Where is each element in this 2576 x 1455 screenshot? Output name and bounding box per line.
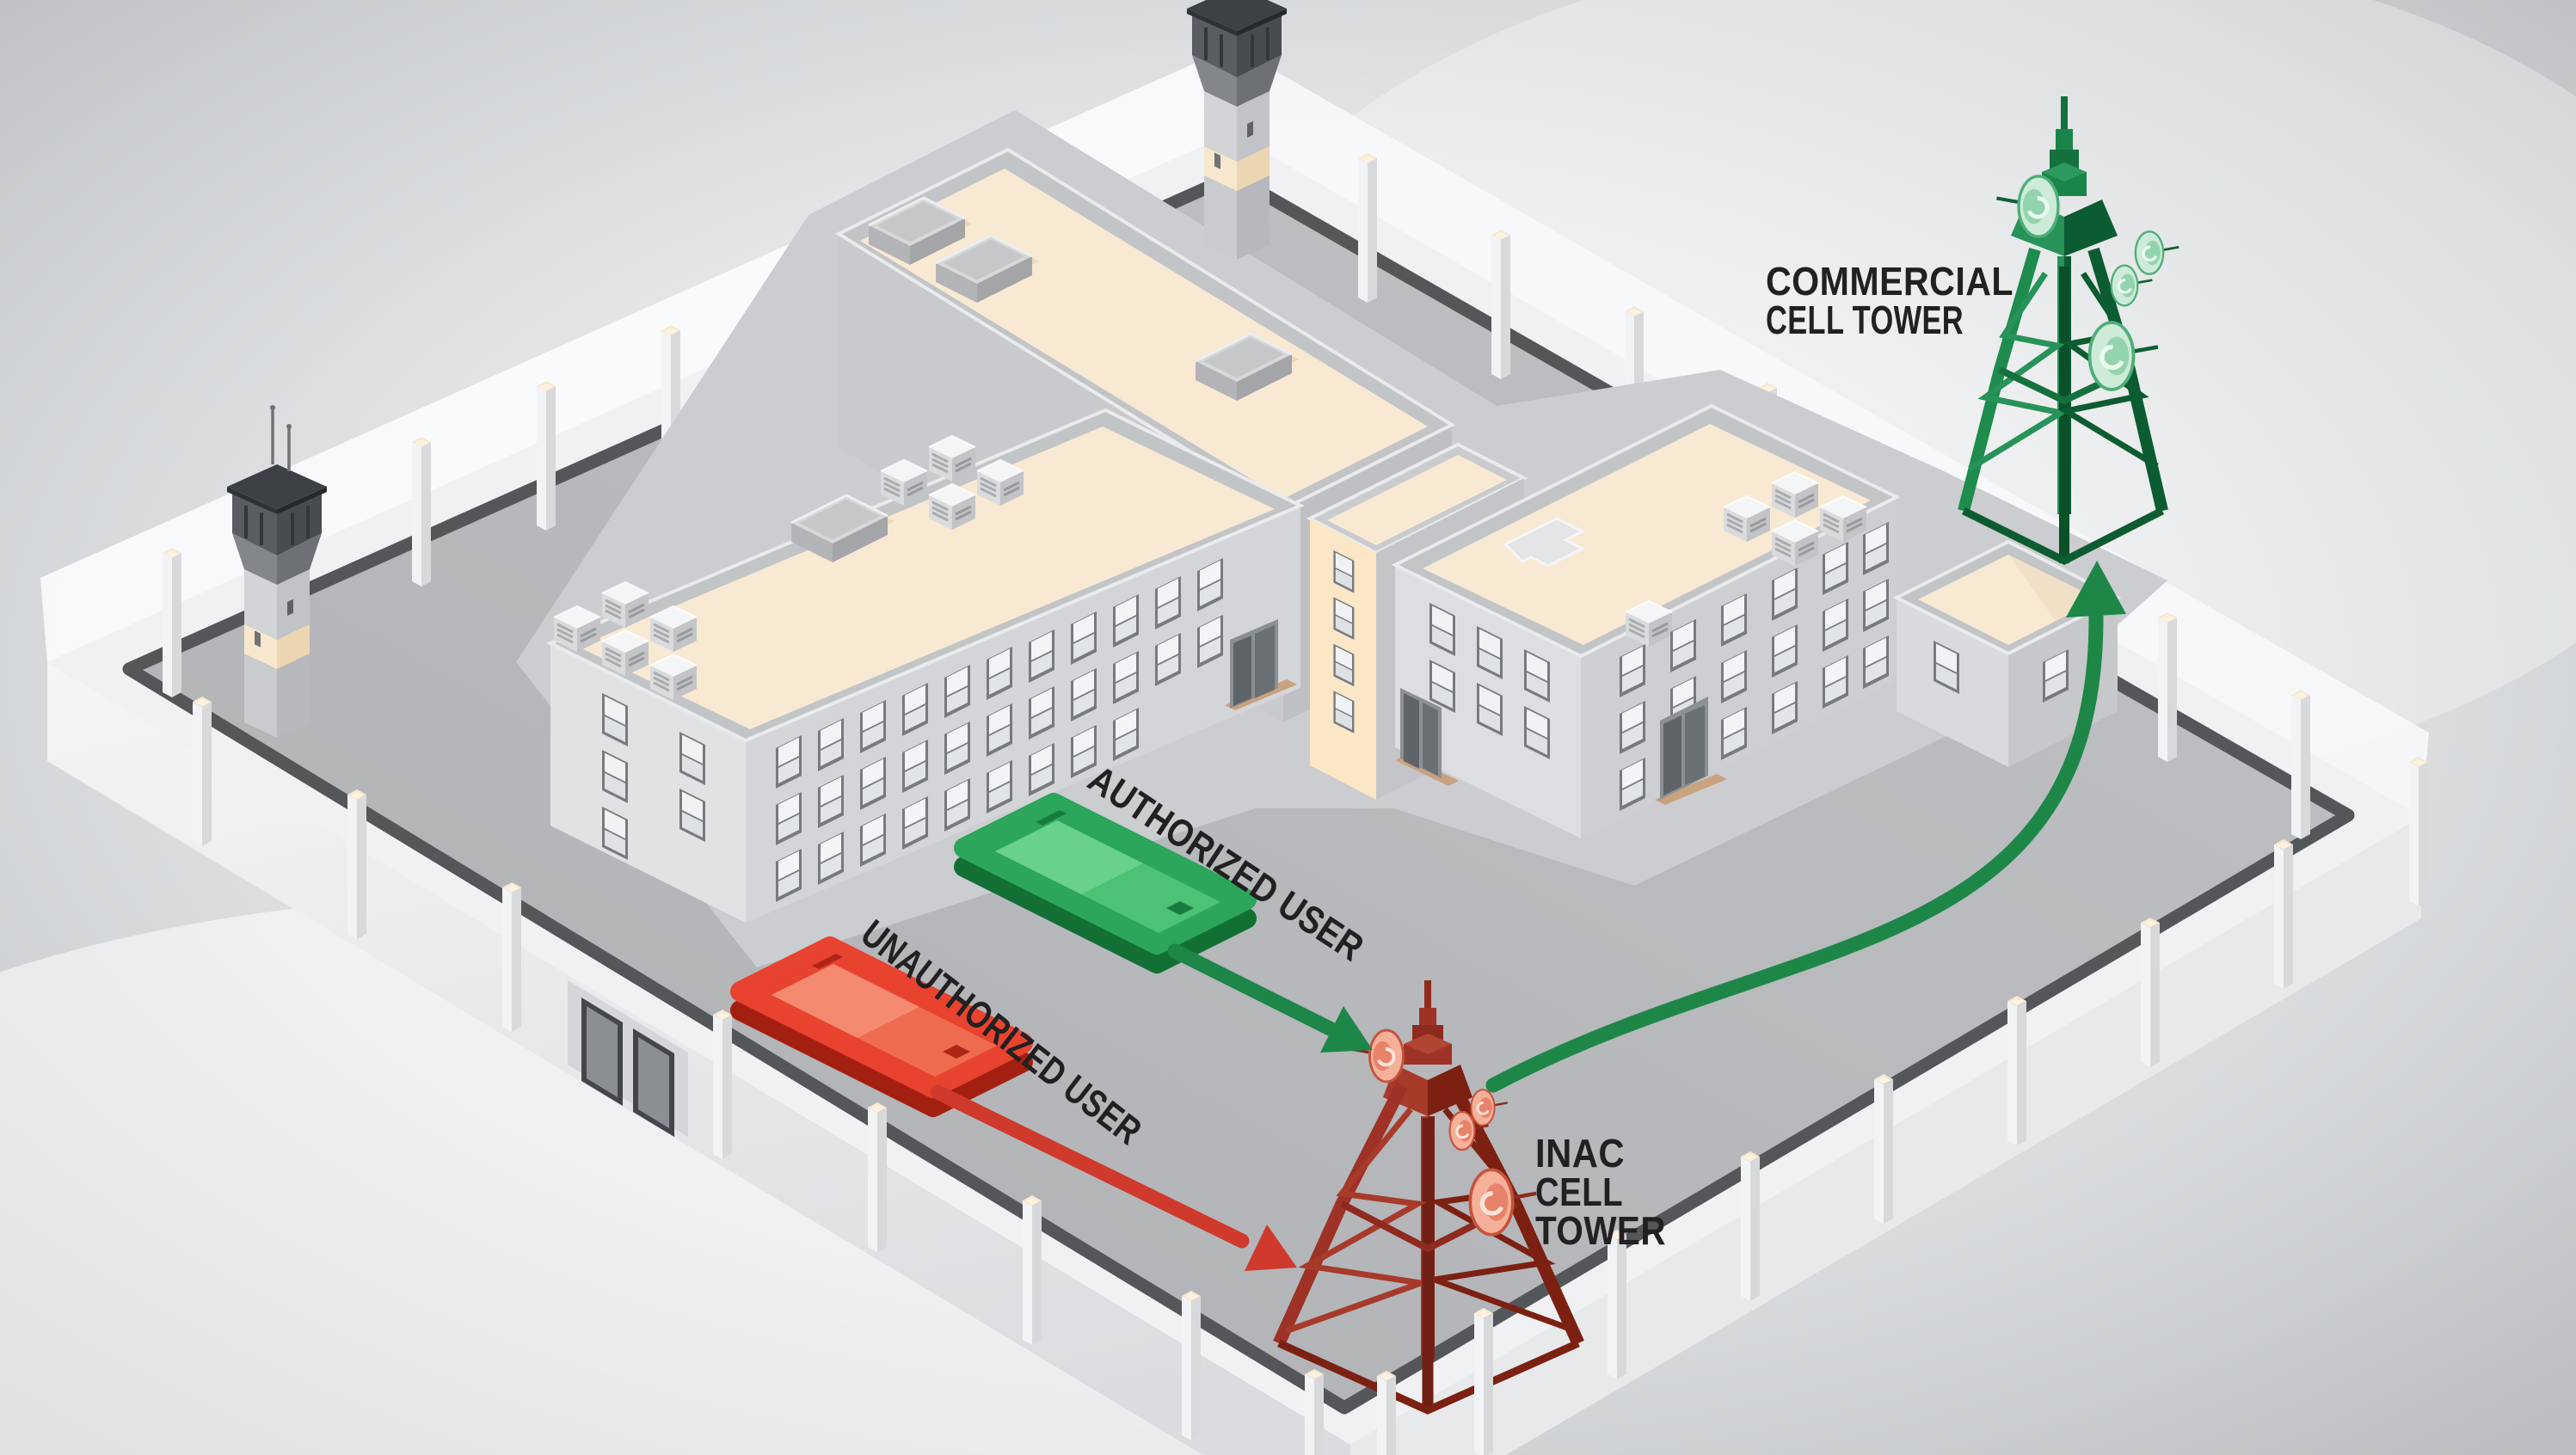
- authorized-arrow: [1167, 943, 1346, 1041]
- phone-screen-glare: [772, 964, 919, 1038]
- wall-post: [1377, 1371, 1396, 1455]
- phone-home-button: [943, 1045, 970, 1059]
- relay-curve-arrow: [1485, 606, 2104, 1093]
- west-wing-sw-face: [550, 643, 746, 923]
- tower-top-block: [1419, 1008, 1436, 1025]
- wall-post: [537, 381, 556, 531]
- east-wing: [1391, 403, 1901, 838]
- door-panel: [1663, 715, 1681, 795]
- wall-post: [1874, 1074, 1893, 1224]
- wall-post: [347, 789, 366, 939]
- door-panel: [1685, 705, 1705, 785]
- tower-base-bar: [1277, 1339, 1580, 1415]
- door-panel: [1255, 625, 1275, 698]
- wall-post: [1741, 1151, 1760, 1301]
- tower-top-cap: [2042, 163, 2087, 181]
- tower-top-block: [2056, 129, 2073, 150]
- wall-post: [163, 548, 181, 697]
- wall-post: [1491, 230, 1510, 379]
- west-wing-roof: [578, 427, 1275, 729]
- wall-post: [2141, 918, 2160, 1067]
- unauthorized-arrowhead: [1245, 1225, 1297, 1271]
- wall-post: [2007, 996, 2026, 1145]
- phone-speaker: [812, 954, 843, 969]
- door-panel: [1423, 703, 1438, 776]
- wall-post: [2274, 839, 2293, 989]
- tower-bracing-left: [1968, 272, 2069, 471]
- perimeter-gate: [568, 980, 688, 1137]
- gate-door-left-panel: [587, 1006, 618, 1097]
- unauthorized-phone: [730, 936, 1033, 1117]
- wall-post: [713, 1010, 732, 1159]
- wall-post: [2158, 612, 2177, 762]
- wall-post: [1182, 1291, 1201, 1440]
- wall-post: [1474, 1308, 1493, 1455]
- inac-cell-tower: [1273, 980, 1584, 1415]
- commercial-label-line1: COMMERCIAL: [1766, 259, 2013, 304]
- inac-label-line1: INAC: [1535, 1131, 1625, 1176]
- inac-tower-label: INAC CELL TOWER: [1535, 1131, 1666, 1253]
- connector-roof: [1327, 455, 1507, 545]
- relay-curve-arrowhead: [2066, 561, 2126, 617]
- wall-post: [868, 1102, 887, 1252]
- phone-home-button: [1166, 901, 1194, 915]
- wall-post: [1023, 1195, 1042, 1345]
- east-wing-roof: [1423, 424, 1871, 645]
- wall-post: [1305, 1369, 1324, 1455]
- east-wing-door-se: [1655, 697, 1727, 805]
- wall-post: [193, 697, 212, 846]
- authorized-arrowhead: [1320, 1006, 1373, 1053]
- tower-bracing-left: [1284, 1107, 1427, 1335]
- tower-mast-tip: [2061, 96, 2068, 132]
- prison-buildings: [546, 147, 2122, 923]
- west-wing: [546, 408, 1305, 923]
- gate-door-right-panel: [638, 1037, 669, 1128]
- unauthorized-arrow: [930, 1084, 1250, 1249]
- phone-screen-glare: [995, 820, 1143, 894]
- tower-pyramid-right: [2064, 200, 2118, 256]
- commercial-tower-label: COMMERCIAL CELL TOWER: [1766, 259, 2013, 342]
- west-wing-door: [1225, 619, 1297, 710]
- door-step: [1655, 774, 1727, 805]
- east-wing-door-sw: [1395, 688, 1459, 786]
- commercial-cell-tower: [1958, 96, 2180, 566]
- signal-arrows: [930, 561, 2126, 1271]
- inac-label-line3: TOWER: [1535, 1208, 1666, 1253]
- commercial-label-line2: CELL TOWER: [1766, 298, 1964, 342]
- door-panel: [1233, 635, 1251, 706]
- wall-post: [412, 437, 431, 586]
- phone-speaker: [1036, 810, 1067, 826]
- tower-base-bar: [1962, 506, 2165, 566]
- authorized-phone: [954, 793, 1257, 973]
- roof-vent-structure: [1503, 517, 1586, 568]
- wall-post: [2291, 690, 2310, 839]
- wall-post: [2409, 757, 2428, 906]
- inac-label-line2: CELL: [1535, 1170, 1623, 1214]
- tower-mast-tip: [1424, 980, 1431, 1011]
- wall-post: [1358, 153, 1377, 303]
- tower-top-cap: [1404, 1034, 1452, 1054]
- wall-post: [502, 882, 521, 1032]
- door-panel: [1404, 693, 1419, 769]
